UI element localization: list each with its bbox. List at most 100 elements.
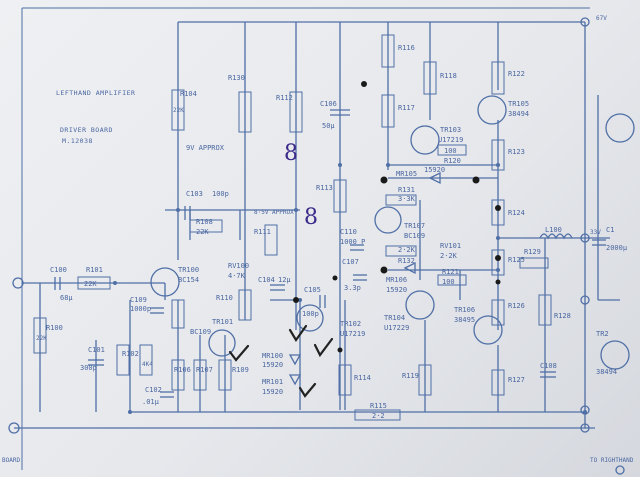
c105-val: 100p (302, 310, 319, 318)
r121-ref: R121 (442, 268, 459, 276)
c101-ref: C101 (88, 346, 105, 354)
r111-ref: R111 (254, 228, 271, 236)
r100-ref: R100 (46, 324, 63, 332)
note-33v: 33V (590, 229, 601, 236)
ink-ticks (228, 324, 334, 398)
tr107-ref: TR107 (404, 222, 425, 230)
rv101-ref: RV101 (440, 242, 461, 250)
title-line3: M.12038 (62, 137, 93, 145)
r122-ref: R122 (508, 70, 525, 78)
note-85v: 8·5V APPROX (254, 209, 294, 216)
resistor-bodies (33, 34, 552, 421)
transistor-symbols (150, 95, 635, 370)
tr104-type: U17229 (384, 324, 409, 332)
c107-ref: C107 (342, 258, 359, 266)
pencil-mark-1: 8 (284, 141, 298, 166)
tr101-ref: TR101 (212, 318, 233, 326)
notes: 9V APPROX 8·5V APPROX 67V 33V TO RIGHTHA… (2, 15, 634, 464)
r123-ref: R123 (508, 148, 525, 156)
mr100-ref: MR100 (262, 352, 283, 360)
r118-ref: R118 (440, 72, 457, 80)
r131-ref: R131 (398, 186, 415, 194)
r101-ref: R101 (86, 266, 103, 274)
title-line1: LEFTHAND AMPLIFIER (56, 89, 135, 97)
r115-val: 2·2 (372, 412, 385, 420)
r116-ref: R116 (398, 44, 415, 52)
r121-val: 100 (442, 278, 455, 286)
title-block: LEFTHAND AMPLIFIER DRIVER BOARD M.12038 (56, 89, 135, 145)
r102-ref: R102 (122, 350, 139, 358)
r126-ref: R126 (508, 302, 525, 310)
c109-val: 1000p (130, 305, 151, 313)
capacitor-plates (54, 109, 606, 398)
diode-labels: MR100 15920 MR101 15920 MR105 15920 MR10… (262, 166, 562, 396)
terminals (8, 17, 625, 475)
c106-val: 50µ (322, 122, 335, 130)
r107-ref: R107 (196, 366, 213, 374)
pencil-marks: 8 8 (284, 141, 318, 230)
c103-ref: C103 (186, 190, 203, 198)
mr105-ref: MR105 (396, 170, 417, 178)
r128-ref: R128 (554, 312, 571, 320)
r117-ref: R117 (398, 104, 415, 112)
c106-ref: C106 (320, 100, 337, 108)
c109-ref: C109 (130, 296, 147, 304)
c100-val: 68µ (60, 294, 73, 302)
rv100-val: 4·7K (228, 272, 246, 280)
c103-val: 100p (212, 190, 229, 198)
c108-ref: C108 (540, 362, 557, 370)
title-line2: DRIVER BOARD (60, 126, 113, 134)
r109-ref: R109 (232, 366, 249, 374)
r127-ref: R127 (508, 376, 525, 384)
c1-ref: C1 (606, 226, 614, 234)
c110-val: 1000 P (340, 238, 365, 246)
r112-ref: R112 (276, 94, 293, 102)
r110-ref: R110 (216, 294, 233, 302)
c101-val: 300p (80, 364, 97, 372)
tr106-ref: TR106 (454, 306, 475, 314)
note-9v: 9V APPROX (186, 144, 225, 152)
tr104-ref: TR104 (384, 314, 405, 322)
pen-junction-marks (293, 81, 501, 353)
transistor-labels: TR100 BC154 TR101 BC109 TR102 U17219 TR1… (178, 100, 617, 376)
note-board: BOARD (2, 457, 20, 464)
mr100-type: 15920 (262, 361, 283, 369)
tr105-type: 38494 (508, 110, 529, 118)
r132-val: 2·2K (398, 246, 416, 254)
r132-ref: R132 (398, 257, 415, 265)
tr2-type: 38494 (596, 368, 617, 376)
tr101-type: BC109 (190, 328, 211, 336)
r104-ref: R104 (180, 90, 197, 98)
c105-ref: C105 (304, 286, 321, 294)
c1-val: 2000µ (606, 244, 628, 252)
r102-val: 4K4 (142, 361, 153, 368)
r101-val: 22K (84, 280, 97, 288)
tr2-ref: TR2 (596, 330, 609, 338)
l100-ref: L100 (545, 226, 562, 234)
tr103-type: U17219 (438, 136, 463, 144)
r120-ref: R120 (444, 157, 461, 165)
r113-ref: R113 (316, 184, 333, 192)
mr101-ref: MR101 (262, 378, 283, 386)
r120-val: 100 (444, 147, 457, 155)
tr100-ref: TR100 (178, 266, 199, 274)
r131-val: 3·3K (398, 195, 416, 203)
tr105-ref: TR105 (508, 100, 529, 108)
tr107-type: BC109 (404, 232, 425, 240)
inductor-l100 (539, 233, 573, 240)
r124-ref: R124 (508, 209, 525, 217)
c100-ref: C100 (50, 266, 67, 274)
c107-val: 3.3p (344, 284, 361, 292)
r119-ref: R119 (402, 372, 419, 380)
tr100-type: BC154 (178, 276, 199, 284)
r104-val: 22K (173, 107, 184, 114)
tr106-type: 38495 (454, 316, 475, 324)
note-to-right: TO RIGHTHAND (590, 457, 634, 464)
tr102-type: U17219 (340, 330, 365, 338)
mr101-type: 15920 (262, 388, 283, 396)
r130-ref: R130 (228, 74, 245, 82)
mr105-type: 15920 (424, 166, 445, 174)
c104-val: 12µ (278, 276, 291, 284)
